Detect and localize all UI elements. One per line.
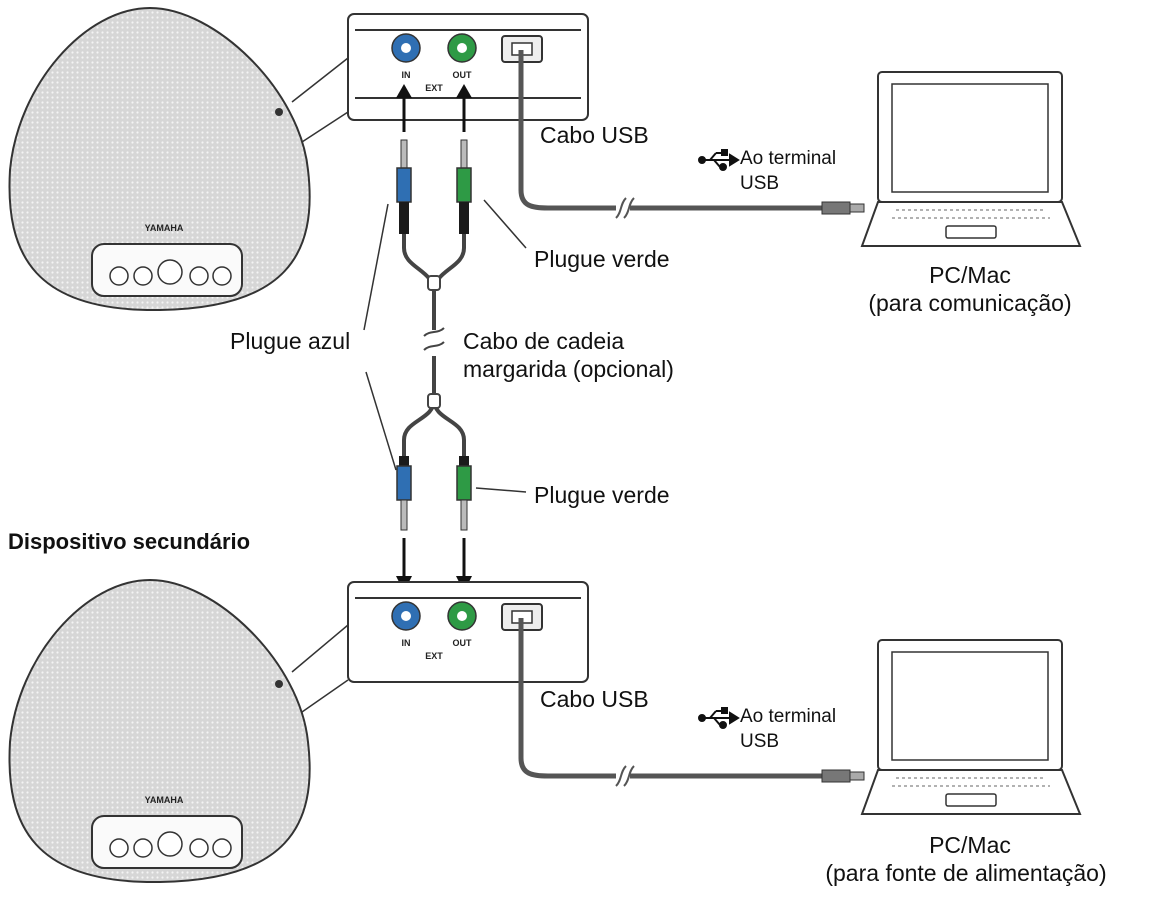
out-label: OUT: [453, 638, 473, 648]
in-label: IN: [402, 70, 411, 80]
call-button-icon: [109, 838, 129, 858]
usb-cable-label-bottom: Cabo USB: [540, 686, 649, 712]
usb-terminal-label-bottom-line2: USB: [740, 731, 780, 752]
bottom-rear-panel: IN OUT EXT: [347, 581, 589, 683]
pc-mac-label-bottom: PC/Mac: [929, 832, 1011, 858]
laptop-communication: [860, 71, 1082, 247]
volume-down-button-icon: [189, 266, 209, 286]
usb-terminal-label-top-line1: Ao terminal: [740, 148, 837, 169]
secondary-device-label: Dispositivo secundário: [8, 529, 251, 554]
usb-cable-top: [518, 50, 822, 211]
call-button-icon: [109, 266, 129, 286]
for-communication-label: (para comunicação): [868, 290, 1072, 316]
green-plug-top: [456, 139, 472, 234]
top-rear-panel: IN OUT EXT: [347, 13, 589, 121]
out-label: OUT: [453, 70, 473, 80]
laptop-power-supply: [860, 639, 1082, 815]
usb-icon: [698, 149, 740, 171]
usb-cable-label-top: Cabo USB: [540, 122, 649, 148]
blue-plug-label: Plugue azul: [230, 328, 351, 354]
green-plug-label-top: Plugue verde: [534, 246, 670, 272]
volume-up-button-icon: [212, 266, 232, 286]
pc-mac-label-top: PC/Mac: [929, 262, 1011, 288]
volume-down-button-icon: [189, 838, 209, 858]
daisy-chain-label-line1: Cabo de cadeia: [463, 328, 625, 354]
volume-up-button-icon: [212, 838, 232, 858]
blue-plug-top: [396, 139, 412, 234]
led-icon: [275, 108, 283, 116]
daisy-chain-label-line2: margarida (opcional): [463, 356, 674, 382]
mic-mute-button-icon: [157, 831, 183, 857]
hangup-button-icon: [133, 838, 153, 858]
for-power-supply-label: (para fonte de alimentação): [825, 860, 1107, 886]
usb-terminal-label-bottom-line1: Ao terminal: [740, 706, 837, 727]
in-label: IN: [402, 638, 411, 648]
speaker-brand: YAMAHA: [145, 223, 184, 233]
hangup-button-icon: [133, 266, 153, 286]
speaker-secondary: YAMAHA: [8, 578, 311, 884]
ext-label: EXT: [425, 83, 443, 93]
led-icon: [275, 680, 283, 688]
usb-cable-bottom: [518, 618, 822, 779]
usb-connector: [821, 201, 851, 215]
ext-label: EXT: [425, 651, 443, 661]
usb-icon: [698, 707, 740, 729]
usb-terminal-label-top-line2: USB: [740, 173, 780, 194]
usb-connector: [821, 769, 851, 783]
green-plug-bottom: [456, 456, 472, 531]
mic-mute-button-icon: [157, 259, 183, 285]
speaker-brand: YAMAHA: [145, 795, 184, 805]
green-plug-label-bottom: Plugue verde: [534, 482, 670, 508]
blue-plug-bottom: [396, 456, 412, 531]
speaker-main: YAMAHA: [8, 6, 311, 312]
